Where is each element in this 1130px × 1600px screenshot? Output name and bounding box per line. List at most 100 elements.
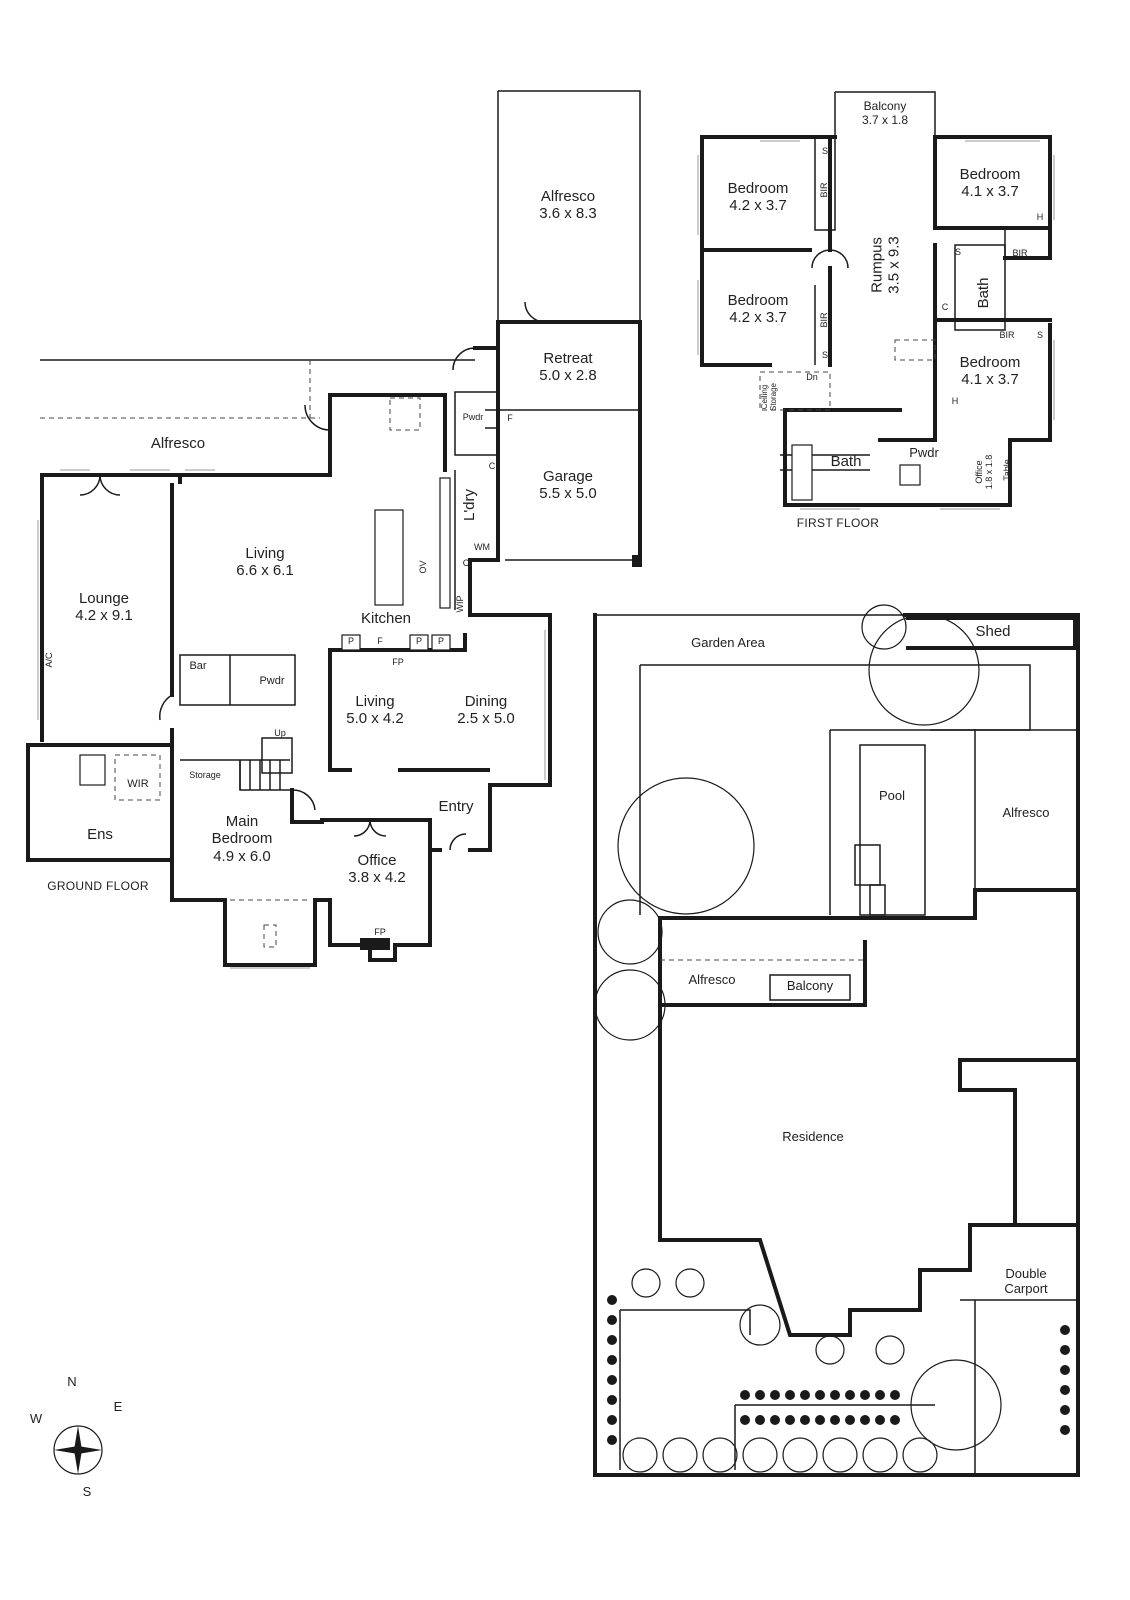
room-alfresco-west: Alfresco [151,435,205,452]
label-ov: OV [418,560,429,574]
room-name: WIR [127,778,149,790]
landscape-trees [594,604,1002,1473]
room-rumpus: Rumpus 3.5 x 9.3 [868,236,903,294]
room-name: Living [245,545,285,562]
room-name: Kitchen [360,610,412,627]
room-lounge: Lounge 4.2 x 9.1 [75,590,133,625]
label-bir: BIR [819,312,830,328]
room-living-main: Living 6.6 x 6.1 [236,545,294,580]
room-name: Bedroom [727,292,789,309]
room-name: Pwdr [259,675,285,687]
room-name: Bedroom [959,354,1021,371]
first-floor-caption: FIRST FLOOR [796,516,880,530]
room-name: Lounge [78,590,130,607]
room-dims: 4.2 x 9.1 [75,607,133,625]
room-name: Entry [438,798,474,815]
ground-floor-caption: GROUND FLOOR [47,879,149,893]
label-c: C [941,302,949,312]
label-pantry: P [437,636,445,646]
room-office: Office 3.8 x 4.2 [348,852,406,887]
room-ensuite: Ens [87,826,113,843]
label-s: S [954,247,962,257]
hedge-shrubs [607,1295,1070,1445]
room-name: Retreat [543,350,593,367]
room-bedroom-ne: Bedroom 4.1 x 3.7 [960,166,1021,201]
label-s: S [821,350,829,360]
room-dims: 5.0 x 4.2 [346,710,404,728]
room-bath-upper: Bath [974,277,993,309]
label-h: H [951,396,959,406]
label-cupboard: C [488,461,496,471]
room-bedroom-nw: Bedroom 4.2 x 3.7 [728,180,789,215]
room-name: Living [355,693,395,710]
label-fp: FP [392,657,404,667]
label-fridge: F [377,636,383,646]
room-dims: 3.7 x 1.8 [861,112,909,127]
site-alfresco-east: Alfresco [1002,805,1050,820]
site-pool: Pool [878,788,906,803]
room-name: Bath [974,277,992,309]
compass-w: W [29,1411,43,1426]
room-main-bedroom: Main Bedroom 4.9 x 6.0 [202,813,282,865]
label-h: H [1036,212,1044,222]
compass-rose-icon [53,1425,103,1475]
room-name: Garage [542,468,594,485]
room-name: Rumpus [868,237,886,293]
label-ac: A/C [44,652,55,668]
room-name: Ens [87,826,113,843]
room-retreat: Retreat 5.0 x 2.8 [539,350,597,385]
label-s: S [821,146,829,156]
room-storage: Storage [189,770,221,780]
room-name: Pwdr [462,412,484,422]
room-laundry: L'dry [461,489,479,521]
room-name: Balcony [863,99,907,113]
room-name: Bedroom [959,166,1021,183]
site-garden-area: Garden Area [691,635,765,650]
room-name: Dining [464,693,508,710]
label-cupboard: C [462,558,470,568]
label-bir: BIR [999,330,1015,340]
room-dims: 3.8 x 4.2 [348,869,406,887]
room-name: Office [357,852,397,869]
room-name: Pwdr [909,445,939,460]
room-wir: WIR [127,778,148,791]
ground-floor-plan [26,90,642,969]
site-plan [593,613,1080,1477]
room-dims: 4.2 x 3.7 [729,197,787,215]
label-table: Table [1002,459,1013,481]
label-wip: WIP [455,595,466,613]
label-dn: Dn [806,372,818,382]
label-fp-office: FP [374,927,386,937]
room-bedroom-w: Bedroom 4.2 x 3.7 [728,292,789,327]
room-bar: Bar [189,660,206,673]
room-name: Storage [189,770,221,780]
room-name: Bath [830,453,862,470]
first-floor-plan [697,91,1055,510]
room-ceiling-storage: Ceiling Storage [760,376,779,418]
room-name: Alfresco [150,435,206,452]
room-bath-lower: Bath [831,453,862,470]
room-dims: 1.8 x 1.8 [984,454,994,490]
site-shed: Shed [975,623,1011,640]
room-dims: 6.6 x 6.1 [236,562,294,580]
room-dims: 4.1 x 3.7 [961,183,1019,201]
room-bedroom-e: Bedroom 4.1 x 3.7 [960,354,1021,389]
label-bir: BIR [819,182,830,198]
site-balcony: Balcony [786,978,834,993]
room-name: Office [974,460,985,484]
room-entry: Entry [438,798,473,815]
room-living-second: Living 5.0 x 4.2 [346,693,404,728]
room-name: Ceiling Storage [760,382,778,412]
label-wm: WM [474,542,490,552]
room-powder: Pwdr [259,675,284,688]
room-dims: 4.2 x 3.7 [729,309,787,327]
room-dims: 2.5 x 5.0 [457,710,515,728]
room-kitchen: Kitchen [361,610,411,627]
room-dims: 3.6 x 8.3 [539,205,597,223]
room-dims: 5.5 x 5.0 [539,485,597,503]
room-powder-upper: Pwdr [909,445,939,461]
room-garage: Garage 5.5 x 5.0 [539,468,597,503]
room-name: Alfresco [540,188,596,205]
room-dims: 4.9 x 6.0 [213,847,271,865]
